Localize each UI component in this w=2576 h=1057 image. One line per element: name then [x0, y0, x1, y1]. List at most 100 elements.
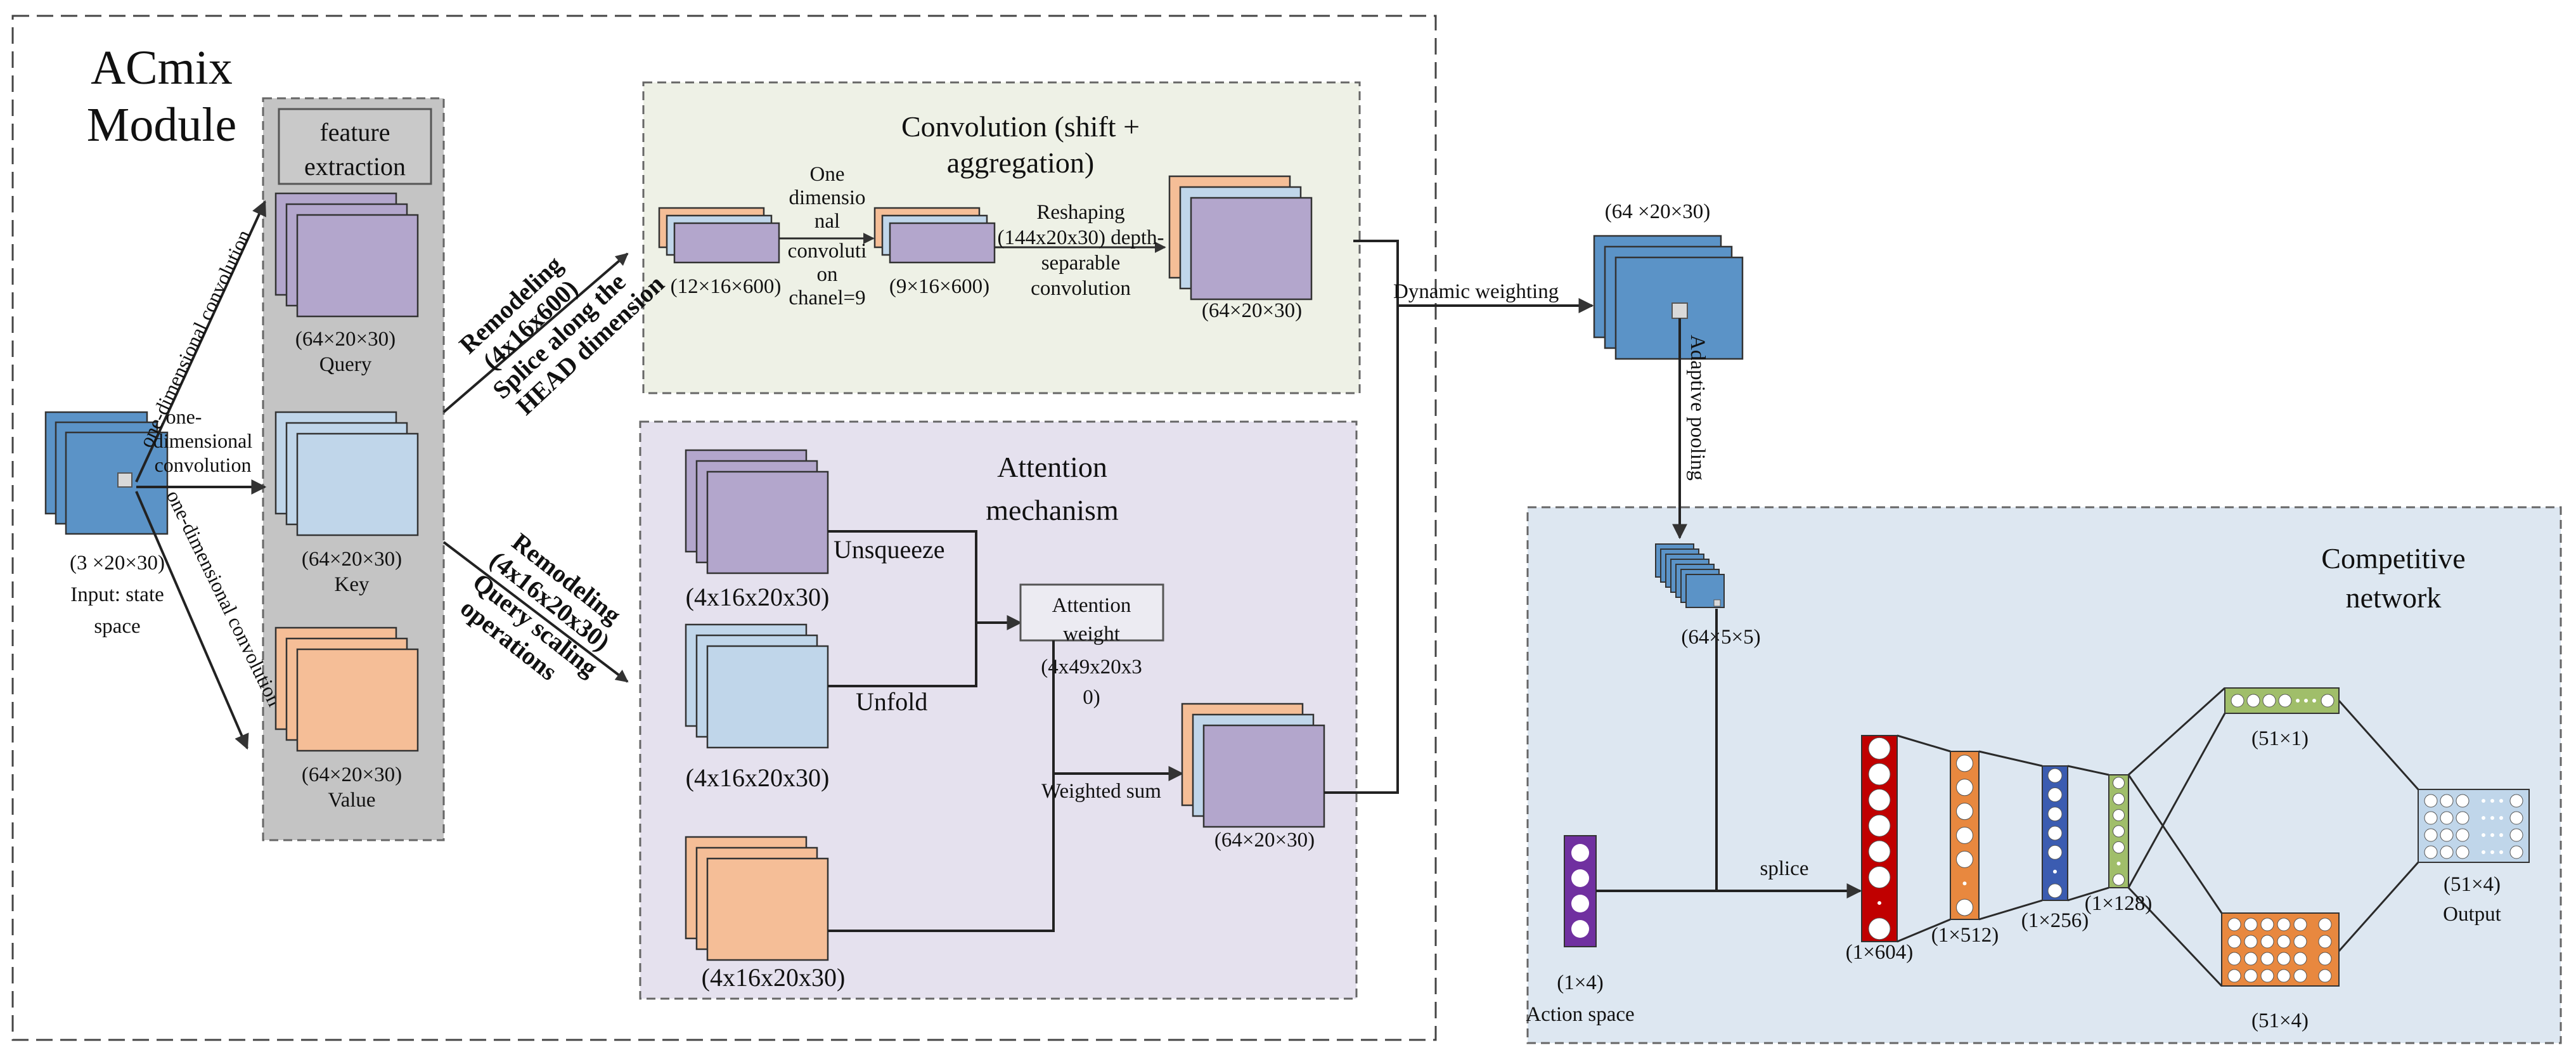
attention-weight-label-line1: Attention — [1052, 594, 1131, 617]
svg-text:chanel=9: chanel=9 — [789, 287, 865, 309]
fusion-stack — [1593, 235, 1744, 360]
attn-value-stack — [685, 836, 829, 961]
attn-query-dims: (4x16x20x30) — [686, 583, 830, 611]
svg-text:dimensio: dimensio — [789, 186, 866, 209]
query-stack — [274, 192, 419, 318]
attn-title-line2: mechanism — [986, 494, 1119, 526]
branch-label-mid-line3: convolution — [155, 453, 252, 476]
key-dims: (64×20×30) — [302, 548, 402, 571]
conv-step1-label: One dimensio nal convoluti on chanel=9 — [788, 163, 867, 309]
attn-key-dims: (4x16x20x30) — [686, 763, 830, 792]
fc-connections — [1897, 687, 2419, 987]
layer-512-label: (1×512) — [1931, 924, 1999, 947]
conv-to-fusion-connector — [1353, 240, 1594, 313]
value-stream-51x1 — [2224, 687, 2340, 714]
attn-output-stack — [1181, 703, 1325, 828]
acmix-title-line1: ACmix — [91, 41, 233, 94]
svg-text:(144x20x30) depth-: (144x20x30) depth- — [997, 226, 1164, 249]
conv-input-stack — [658, 207, 780, 264]
acmix-module-frame — [11, 15, 1437, 1041]
value-dims: (64×20×30) — [302, 763, 402, 786]
attn-output-dims: (64×20×30) — [1214, 829, 1315, 852]
attention-weight-dims-line2: 0) — [1083, 686, 1100, 709]
attention-weight-dims-line1: (4x49x20x3 — [1041, 656, 1142, 678]
branch-arrow-query — [135, 200, 266, 483]
value-stream-label: (51×1) — [2251, 727, 2309, 750]
layer-604-label: (1×604) — [1846, 941, 1914, 964]
remodel-attn-arrow — [442, 541, 629, 683]
layer-256 — [2042, 765, 2068, 901]
attention-weight-label-line2: weight — [1063, 623, 1120, 645]
layer-128 — [2108, 774, 2129, 888]
unsqueeze-connector — [828, 530, 1022, 630]
conv-output-dims: (64×20×30) — [1202, 299, 1302, 322]
output-dims: (51×4) — [2444, 873, 2501, 896]
attention-weight-box — [1019, 583, 1164, 642]
remodel-conv-label: Remodeling (4x16x600) Splice along the H… — [453, 250, 669, 420]
acmix-title-line2: Module — [87, 98, 236, 152]
branch-arrow-value — [135, 491, 249, 750]
value-to-sum-connector — [828, 766, 1184, 932]
feature-extraction-title-line1: feature — [319, 118, 390, 146]
conv-mid-stack — [873, 207, 996, 264]
unfold-connector — [828, 623, 977, 687]
attn-value-dims: (4x16x20x30) — [702, 963, 846, 992]
remodel-conv-arrow — [442, 252, 629, 413]
svg-text:One: One — [810, 163, 845, 186]
feature-extraction-title-line2: extraction — [304, 152, 406, 181]
layer-256-label: (1×256) — [2021, 909, 2089, 932]
adaptive-pooling-label: Adaptive pooling — [1686, 335, 1709, 481]
splice-label: splice — [1760, 857, 1809, 880]
unfold-label: Unfold — [856, 687, 927, 716]
layer-512 — [1950, 751, 1980, 920]
advantage-stream-label: (51×4) — [2251, 1009, 2309, 1032]
conv-input-dims: (12×16×600) — [671, 275, 782, 298]
advantage-stream-51x4 — [2221, 912, 2340, 987]
key-label: Key — [335, 573, 370, 596]
query-label: Query — [319, 353, 372, 376]
branch-label-mid-line2: dimensional — [153, 429, 253, 452]
competitive-title-line2: network — [2346, 581, 2442, 614]
svg-text:on: on — [817, 263, 838, 286]
conv-mid-dims: (9×16×600) — [889, 275, 989, 298]
output-51x4 — [2418, 789, 2530, 863]
attn-title-line1: Attention — [997, 451, 1107, 483]
layer-604 — [1861, 735, 1898, 942]
attn-key-stack — [685, 623, 829, 749]
svg-text:Reshaping: Reshaping — [1036, 201, 1124, 224]
attn-to-fusion-connector — [1324, 306, 1399, 794]
weighted-sum-label: Weighted sum — [1041, 780, 1161, 803]
input-label-line2: space — [94, 615, 140, 638]
svg-text:nal: nal — [815, 210, 840, 233]
value-label: Value — [328, 789, 375, 812]
output-label: Output — [2443, 903, 2501, 926]
input-label-line1: Input: state — [70, 583, 164, 606]
fusion-dims: (64 ×20×30) — [1605, 200, 1710, 223]
svg-text:separable: separable — [1041, 252, 1121, 275]
dynamic-weighting-label: Dynamic weighting — [1393, 280, 1559, 303]
conv-output-stack — [1168, 175, 1313, 301]
input-state-stack — [44, 411, 169, 535]
action-label: Action space — [1526, 1003, 1634, 1026]
unsqueeze-label: Unsqueeze — [834, 535, 944, 564]
action-dims: (1×4) — [1557, 971, 1604, 994]
conv-title-line1: Convolution (shift + — [901, 110, 1140, 143]
pooled-stack — [1655, 543, 1725, 608]
value-stack — [274, 626, 419, 752]
input-dims: (3 ×20×30) — [70, 552, 165, 574]
branch-label-mid-line1: one- — [166, 405, 202, 428]
pooled-dims: (64×5×5) — [1681, 626, 1760, 649]
key-stack — [274, 411, 419, 536]
conv-step2-label: Reshaping (144x20x30) depth- separable c… — [997, 201, 1164, 300]
remodel-attn-label: Remodeling (4x16x20x30) Query scaling op… — [455, 528, 626, 686]
query-dims: (64×20×30) — [295, 328, 396, 351]
svg-text:convoluti: convoluti — [788, 240, 867, 263]
action-space-vector — [1564, 835, 1597, 947]
attn-query-stack — [685, 449, 829, 574]
conv-title-line2: aggregation) — [947, 146, 1094, 179]
svg-text:convolution: convolution — [1031, 277, 1131, 300]
layer-128-label: (1×128) — [2085, 892, 2153, 915]
feature-extraction-header — [278, 108, 432, 185]
competitive-title-line1: Competitive — [2321, 542, 2465, 574]
